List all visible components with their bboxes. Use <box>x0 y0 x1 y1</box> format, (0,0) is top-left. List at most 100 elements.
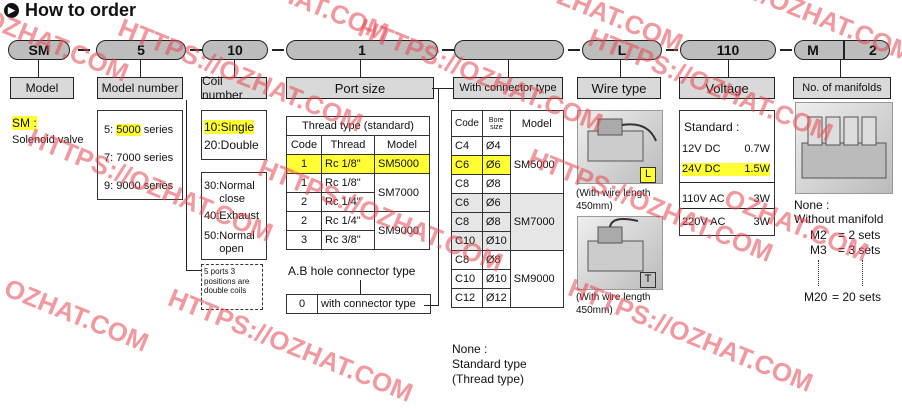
pill-coil: 10 <box>202 40 268 60</box>
model-number-7: 7: 7000 series <box>104 152 174 164</box>
connector-line <box>432 88 453 89</box>
manifold-image <box>795 102 893 194</box>
port-col-model: Model <box>374 135 430 155</box>
coil-note: 5 ports 3 positions are double coils <box>201 264 263 310</box>
title-text: How to order <box>25 0 136 20</box>
header-coil-number: Coil number <box>201 74 267 102</box>
port-row-model: SM9000 <box>374 211 430 250</box>
separator <box>780 49 792 51</box>
connector-line <box>840 60 841 77</box>
conn-code: C10 <box>451 269 483 289</box>
coil-exhaust: 40:Exhaust <box>204 210 260 222</box>
conn-bore: Ø8 <box>481 250 511 270</box>
divider <box>843 41 845 59</box>
manifold-icon <box>801 116 887 179</box>
header-model-number: Model number <box>97 77 183 99</box>
conn-code: C10 <box>451 231 483 251</box>
connector-line <box>424 305 439 306</box>
connector-text: with connector type <box>317 294 431 314</box>
coil-box-1 <box>201 110 267 160</box>
conn-code: C8 <box>451 174 483 194</box>
port-row-thread: Rc 3/8" <box>321 230 375 250</box>
port-row-thread: Rc 1/4" <box>321 211 375 231</box>
conn-thread: (Thread type) <box>452 372 525 386</box>
divider <box>679 208 775 209</box>
wire-t-caption: (With wire length <box>576 292 651 303</box>
dotted-line <box>862 260 864 286</box>
wire-t-image <box>577 216 663 290</box>
valve-icon <box>587 218 644 272</box>
connector-line <box>186 270 201 271</box>
watermark: OZHAT.COM <box>0 272 153 358</box>
dotted-line <box>818 260 820 286</box>
separator <box>78 49 90 51</box>
connector-type-table: 0 with connector type <box>286 294 431 314</box>
model-name: Solenoid valve <box>12 134 84 146</box>
connector-code: 0 <box>286 294 318 314</box>
voltage-box <box>679 110 775 236</box>
conn-bore: Ø8 <box>481 212 511 232</box>
conn-bore: Ø8 <box>481 174 511 194</box>
conn-bore: Ø10 <box>481 231 511 251</box>
conn-code: C8 <box>451 250 483 270</box>
conn-col-bore: Bore size <box>481 110 511 137</box>
conn-code: C12 <box>451 288 483 308</box>
coil-normal-open: 50:Normal open <box>204 230 255 256</box>
conn-code: C6 <box>451 193 483 213</box>
pill-wire: L <box>582 40 662 60</box>
separator <box>190 49 202 51</box>
header-wire-type: Wire type <box>577 77 661 99</box>
conn-col-model: Model <box>509 110 564 137</box>
connector-line <box>438 88 439 306</box>
connector-line <box>140 60 141 77</box>
conn-bore: Ø6 <box>481 155 511 175</box>
header-port-size: Port size <box>286 77 434 99</box>
port-table-title: Thread type (standard) <box>286 116 430 136</box>
valve-icon <box>587 118 657 162</box>
coil-double: 20:Double <box>204 138 259 152</box>
separator <box>568 49 580 51</box>
pill-voltage: 110 <box>680 40 776 60</box>
conn-bore: Ø12 <box>481 288 511 308</box>
wire-t-code: T <box>640 272 656 288</box>
header-voltage: Voltage <box>679 77 775 99</box>
coil-single: 10:Single <box>204 120 255 135</box>
connector-line <box>38 60 39 77</box>
wire-l-caption: (With wire length <box>576 188 651 199</box>
manifold-without: Without manifold <box>794 212 884 226</box>
divider <box>679 182 775 183</box>
port-row-code: 2 <box>286 192 322 212</box>
manifold-m2: M2 <box>810 228 827 242</box>
conn-model: SM5000 <box>509 136 564 194</box>
manifold-m20: M20 <box>804 290 828 304</box>
header-manifolds: No. of manifolds <box>793 77 891 99</box>
separator <box>442 49 454 51</box>
conn-standard: Standard type <box>452 357 527 371</box>
model-number-5: 5: 5000 series <box>104 124 174 136</box>
connector-line <box>234 60 235 77</box>
connector-line <box>728 60 729 77</box>
conn-bore: Ø10 <box>481 269 511 289</box>
model-code: SM : <box>12 116 37 131</box>
wire-l-image <box>577 110 663 184</box>
port-row-model: SM7000 <box>374 173 430 212</box>
connector-line <box>508 60 509 77</box>
port-row-model: SM5000 <box>374 154 430 174</box>
port-row-code: 1 <box>286 173 322 193</box>
conn-bore: Ø6 <box>481 193 511 213</box>
port-row-code: 3 <box>286 230 322 250</box>
ab-hole-label: A.B hole connector type <box>288 264 416 278</box>
pill-port: 1 <box>286 40 438 60</box>
connector-line <box>360 60 361 77</box>
manifold-none: None : <box>794 198 830 212</box>
model-number-box <box>97 110 183 200</box>
pill-manifold: M 2 <box>794 40 890 60</box>
separator <box>666 49 678 51</box>
connector-line <box>186 100 187 270</box>
conn-bore: Ø4 <box>481 136 511 156</box>
model-number-9: 9: 9000 series <box>104 180 174 192</box>
conn-col-code: Code <box>451 110 483 137</box>
